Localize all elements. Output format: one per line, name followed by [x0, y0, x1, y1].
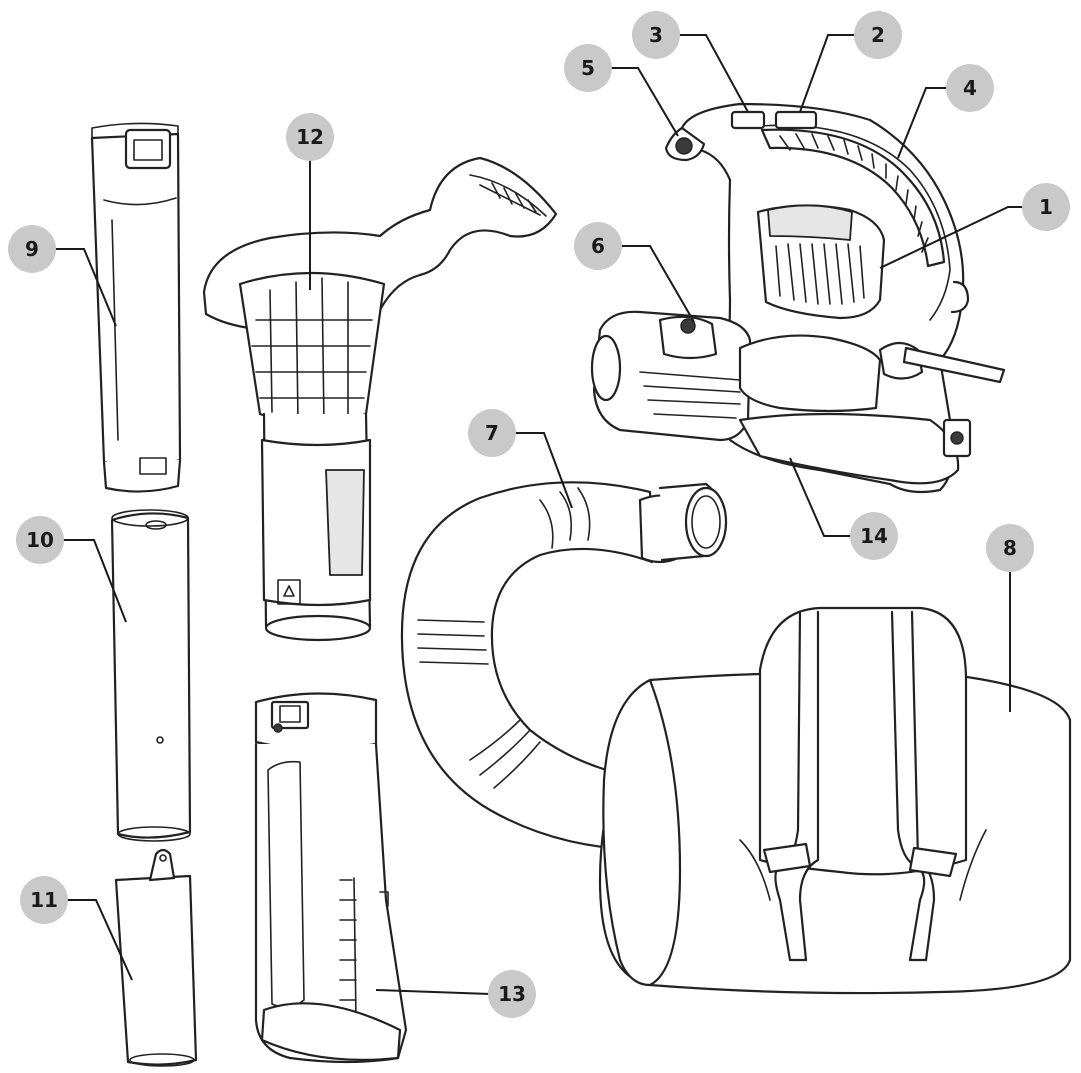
- svg-text:3: 3: [649, 23, 663, 47]
- part-collection-bag: [598, 606, 1072, 995]
- part-intake-tube: [202, 156, 558, 642]
- callout-6: 6: [574, 222, 622, 270]
- callout-10: 10: [16, 516, 64, 564]
- callout-2: 2: [854, 11, 902, 59]
- svg-text:2: 2: [871, 23, 885, 47]
- leader-10: [64, 539, 127, 623]
- leader-6: [620, 245, 695, 323]
- leader-1: [879, 206, 1022, 269]
- callout-13: 13: [488, 970, 536, 1018]
- leader-7: [514, 432, 573, 509]
- leader-4: [897, 87, 948, 159]
- svg-text:10: 10: [26, 528, 54, 552]
- callout-9: 9: [8, 225, 56, 273]
- leader-13: [375, 989, 491, 995]
- part-blower-tube: [254, 692, 408, 1064]
- callout-12: 12: [286, 113, 334, 161]
- part-upper-tube: [90, 122, 182, 493]
- leader-14: [789, 457, 852, 537]
- callout-14: 14: [850, 512, 898, 560]
- callout-11: 11: [20, 876, 68, 924]
- callout-5: 5: [564, 44, 612, 92]
- svg-text:7: 7: [485, 421, 499, 445]
- callout-8: 8: [986, 524, 1034, 572]
- callout-3: 3: [632, 11, 680, 59]
- part-middle-tube: [110, 509, 192, 842]
- svg-text:6: 6: [591, 234, 605, 258]
- leader-2: [799, 34, 856, 113]
- svg-text:12: 12: [296, 125, 324, 149]
- callout-1: 1: [1022, 183, 1070, 231]
- leader-3: [676, 34, 749, 113]
- part-hose: [400, 481, 728, 852]
- part-motor-housing: [590, 102, 1006, 494]
- leader-5: [610, 67, 679, 137]
- svg-text:5: 5: [581, 56, 595, 80]
- svg-text:1: 1: [1039, 195, 1053, 219]
- part-nozzle: [114, 848, 198, 1067]
- leader-9: [54, 248, 117, 327]
- svg-text:13: 13: [498, 982, 526, 1006]
- svg-text:8: 8: [1003, 536, 1017, 560]
- svg-text:4: 4: [963, 76, 977, 100]
- svg-text:11: 11: [30, 888, 58, 912]
- svg-text:9: 9: [25, 237, 39, 261]
- callout-4: 4: [946, 64, 994, 112]
- svg-text:14: 14: [860, 524, 888, 548]
- leader-11: [66, 899, 133, 981]
- callout-7: 7: [468, 409, 516, 457]
- leader-lines: [54, 34, 1022, 995]
